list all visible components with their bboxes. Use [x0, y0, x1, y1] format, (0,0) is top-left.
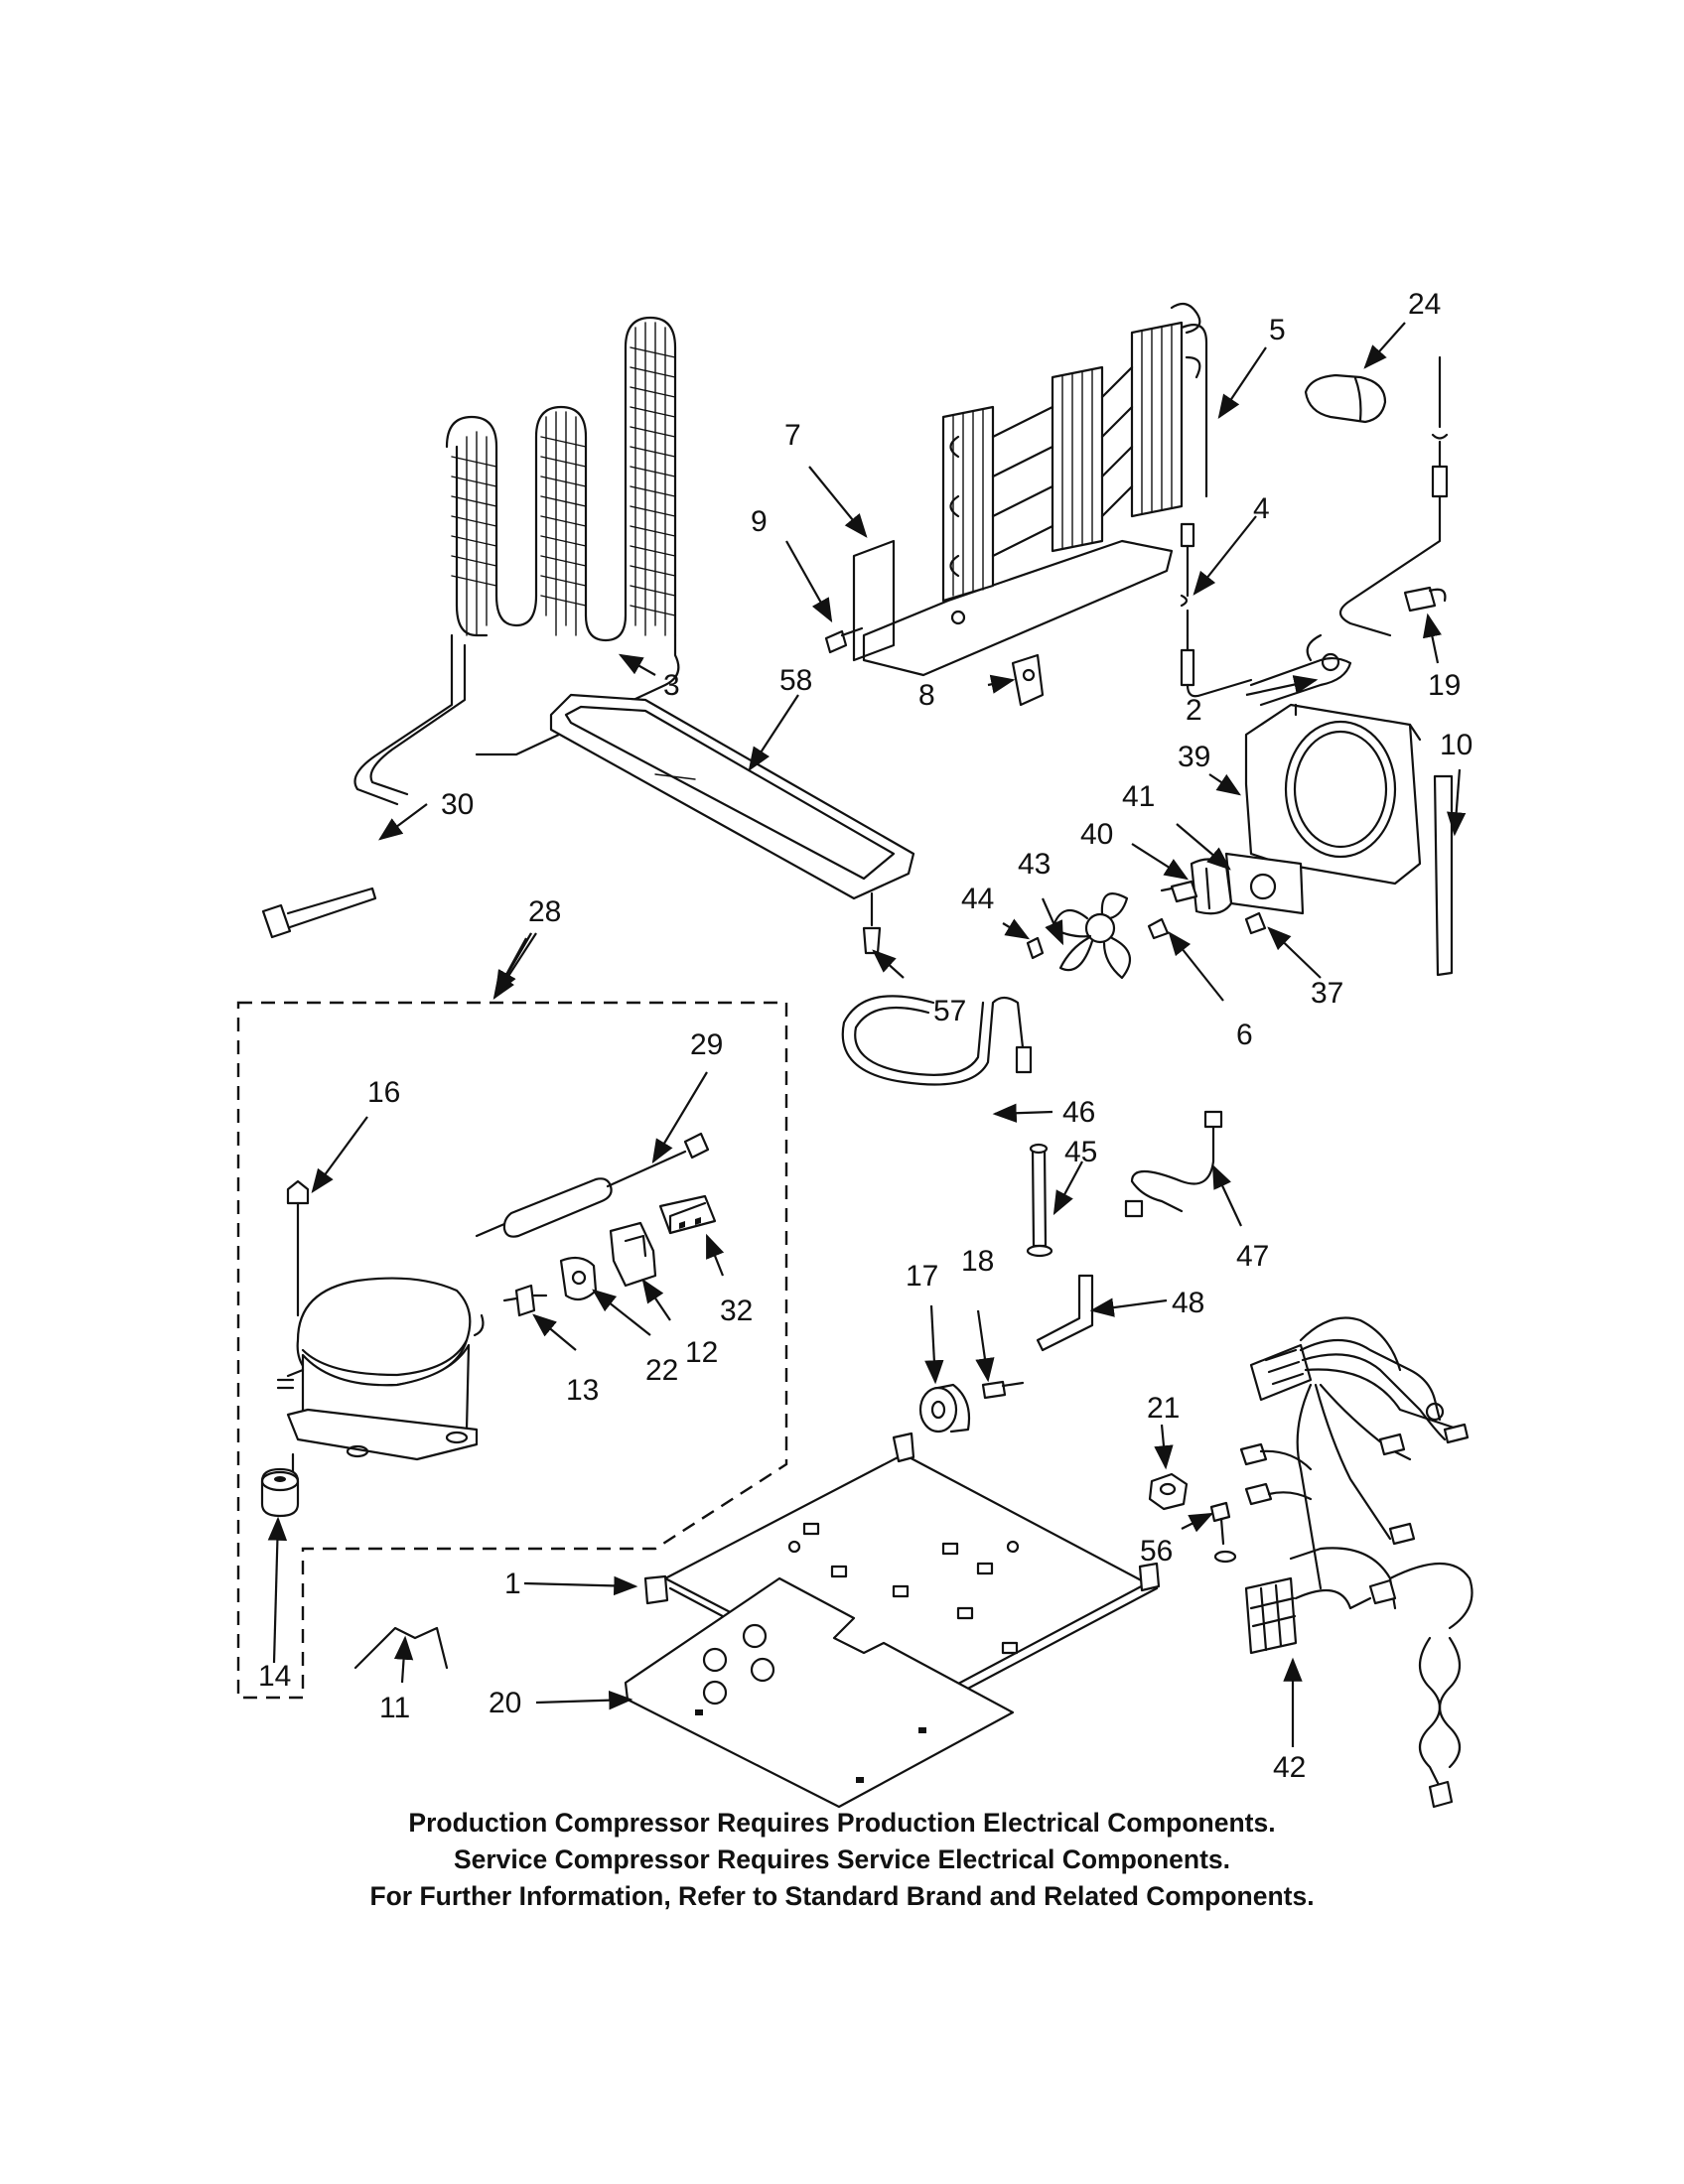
- fan-motor-assembly: [1026, 852, 1305, 980]
- callout-58: 58: [779, 664, 812, 697]
- callout-17: 17: [906, 1260, 938, 1293]
- callout-16: 16: [367, 1076, 400, 1109]
- callout-14: 14: [258, 1660, 291, 1693]
- callout-40: 40: [1080, 818, 1113, 851]
- note-further-info: For Further Information, Refer to Standa…: [369, 1881, 1315, 1911]
- callout-39: 39: [1178, 741, 1210, 773]
- callout-13: 13: [566, 1374, 599, 1407]
- callout-labels: 7 9 8 5 24 4 2 19 3 58 30 39 10 41 40 43…: [258, 288, 1473, 1784]
- evaporator: [824, 302, 1208, 707]
- callout-7: 7: [784, 419, 801, 452]
- compressor: [276, 1179, 485, 1476]
- callout-47: 47: [1236, 1240, 1269, 1273]
- cap: [1304, 373, 1387, 424]
- callout-5: 5: [1269, 314, 1286, 346]
- electrical-components: [502, 1194, 717, 1317]
- callout-37: 37: [1311, 977, 1343, 1010]
- clip: [1403, 586, 1447, 613]
- note-service: Service Compressor Requires Service Elec…: [453, 1844, 1231, 1874]
- wire-harness-upper: [1180, 355, 1449, 707]
- tube: [1124, 1110, 1223, 1218]
- fan-shroud: [1244, 703, 1422, 886]
- callout-28: 28: [528, 895, 561, 928]
- callout-19: 19: [1428, 669, 1461, 702]
- callout-9: 9: [751, 505, 768, 538]
- drain-tube: [841, 995, 1033, 1086]
- roller-and-screw: [918, 1380, 1025, 1433]
- callout-24: 24: [1408, 288, 1441, 321]
- gasket-strip: [1433, 774, 1454, 977]
- callout-8: 8: [918, 679, 935, 712]
- cable-tie: [261, 887, 377, 939]
- leader-lines: [267, 322, 1467, 1747]
- callout-41: 41: [1122, 780, 1155, 813]
- callout-11: 11: [379, 1692, 410, 1724]
- callout-45: 45: [1064, 1136, 1097, 1168]
- spring-clip: [353, 1626, 449, 1670]
- callout-29: 29: [690, 1028, 723, 1061]
- drain-pan: [549, 693, 915, 955]
- callout-44: 44: [961, 883, 994, 915]
- callout-12: 12: [685, 1336, 718, 1369]
- wiring-harness: [1239, 1316, 1474, 1809]
- callout-20: 20: [489, 1687, 521, 1719]
- callout-18: 18: [961, 1245, 994, 1278]
- callout-43: 43: [1018, 848, 1051, 881]
- callout-6: 6: [1236, 1019, 1253, 1051]
- callout-2: 2: [1186, 694, 1202, 727]
- callout-46: 46: [1062, 1096, 1095, 1129]
- tube-l: [1036, 1274, 1094, 1352]
- callout-32: 32: [720, 1295, 753, 1327]
- callout-56: 56: [1140, 1535, 1173, 1568]
- filter-drier: [475, 1132, 710, 1238]
- note-production: Production Compressor Requires Productio…: [408, 1808, 1276, 1838]
- callout-48: 48: [1172, 1287, 1204, 1319]
- callout-3: 3: [663, 669, 680, 702]
- callout-10: 10: [1440, 729, 1473, 761]
- footer-notes: Production Compressor Requires Productio…: [0, 1805, 1684, 1915]
- compressor-group-outline: [236, 1001, 788, 1700]
- callout-42: 42: [1273, 1751, 1306, 1784]
- pin: [1026, 1143, 1053, 1258]
- callout-30: 30: [441, 788, 474, 821]
- callout-21: 21: [1147, 1392, 1180, 1425]
- callout-22: 22: [645, 1354, 678, 1387]
- condenser-coil: [353, 316, 680, 806]
- callout-57: 57: [933, 995, 966, 1027]
- grommet: [260, 1467, 300, 1518]
- base-plate: [643, 1432, 1161, 1719]
- insulation-pad: [624, 1576, 1015, 1809]
- callout-4: 4: [1253, 492, 1270, 525]
- callout-1: 1: [504, 1568, 521, 1600]
- nut-screw: [1148, 1472, 1237, 1564]
